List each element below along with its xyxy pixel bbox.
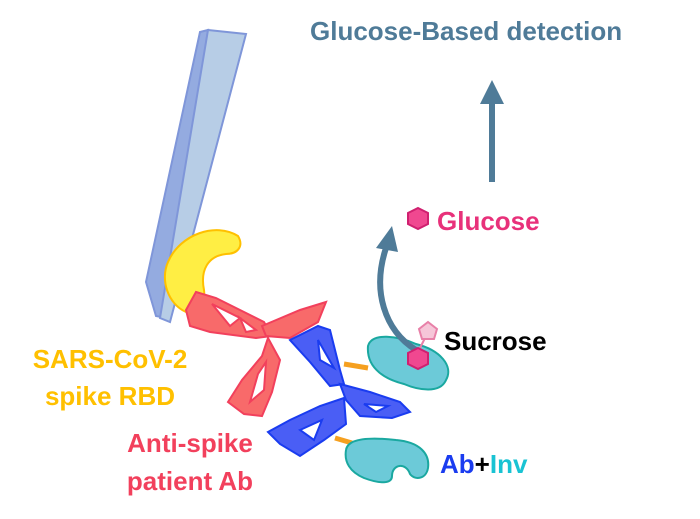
up-arrow-icon	[480, 80, 504, 182]
patient-ab-label-line1: Anti-spike	[127, 428, 253, 458]
conjugate-label: Ab+Inv	[440, 449, 528, 479]
detection-antibody	[266, 324, 412, 458]
glucose-label: Glucose	[437, 206, 540, 236]
plus-text: +	[475, 449, 490, 479]
patient-ab-label-line2: patient Ab	[127, 466, 253, 496]
sucrose-label: Sucrose	[444, 326, 547, 356]
sucrose-molecule-icon	[407, 320, 439, 371]
title: Glucose-Based detection	[310, 16, 622, 46]
rbd-label-line2: spike RBD	[45, 381, 175, 411]
patient-antibody	[184, 290, 328, 418]
glucose-hexagon-icon	[407, 206, 429, 231]
conversion-arrow-icon	[376, 226, 418, 353]
invertase-enzyme-conjugate	[344, 437, 430, 484]
linker	[334, 435, 353, 446]
rbd-label-line1: SARS-CoV-2	[33, 344, 188, 374]
linker	[343, 361, 369, 371]
ab-text: Ab	[440, 449, 475, 479]
inv-text: Inv	[490, 449, 528, 479]
